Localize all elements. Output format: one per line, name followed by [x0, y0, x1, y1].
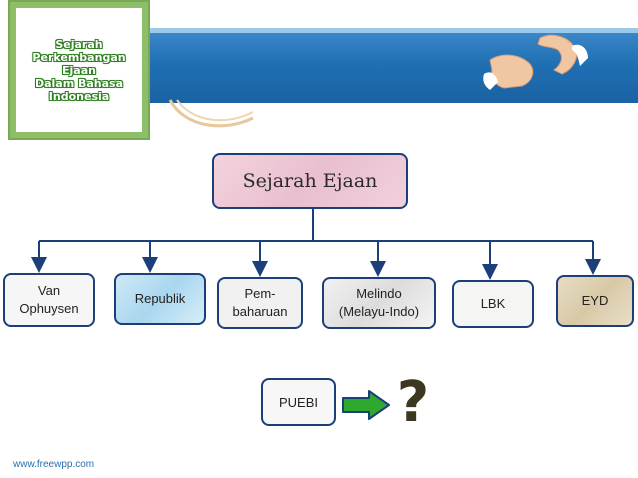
swirl-decoration — [168, 99, 254, 128]
logo-line: Sejarah — [55, 38, 103, 51]
node-label-line: Melindo — [356, 286, 402, 301]
node-lbk: LBK — [452, 280, 534, 328]
node-label-line: baharuan — [232, 304, 288, 319]
node-label-line: LBK — [480, 296, 506, 311]
footer-url[interactable]: www.freewpp.com — [13, 459, 95, 470]
node-eyd: EYD — [556, 275, 634, 327]
question-mark-icon: ? — [396, 370, 430, 435]
node-label-line: Republik — [134, 291, 186, 306]
arrow-right-icon — [342, 390, 390, 420]
node-label-line: Ophuysen — [19, 301, 79, 316]
node-puebi: PUEBI — [261, 378, 336, 426]
node-label-line: (Melayu-Indo) — [338, 304, 420, 319]
header-band-highlight — [150, 28, 638, 34]
node-van-ophuysen: Van Ophuysen — [3, 273, 95, 327]
hands-icon — [483, 34, 588, 90]
logo-line: Dalam Bahasa — [34, 77, 124, 90]
logo: Sejarah Perkembangan Ejaan Dalam Bahasa … — [8, 0, 150, 140]
node-pembaharuan: Pem- baharuan — [217, 277, 303, 329]
node-republik: Republik — [114, 273, 206, 325]
logo-line: Indonesia — [48, 90, 110, 103]
node-label-line: Pem- — [244, 286, 276, 301]
diagram-title: Sejarah Ejaan — [212, 153, 408, 209]
node-melindo: Melindo (Melayu-Indo) — [322, 277, 436, 329]
logo-line: Perkembangan Ejaan — [32, 51, 126, 77]
logo-inner: Sejarah Perkembangan Ejaan Dalam Bahasa … — [16, 8, 142, 132]
node-label-line: Van — [37, 283, 61, 298]
logo-text: Sejarah Perkembangan Ejaan Dalam Bahasa … — [16, 38, 142, 103]
node-label-line: EYD — [581, 293, 609, 308]
